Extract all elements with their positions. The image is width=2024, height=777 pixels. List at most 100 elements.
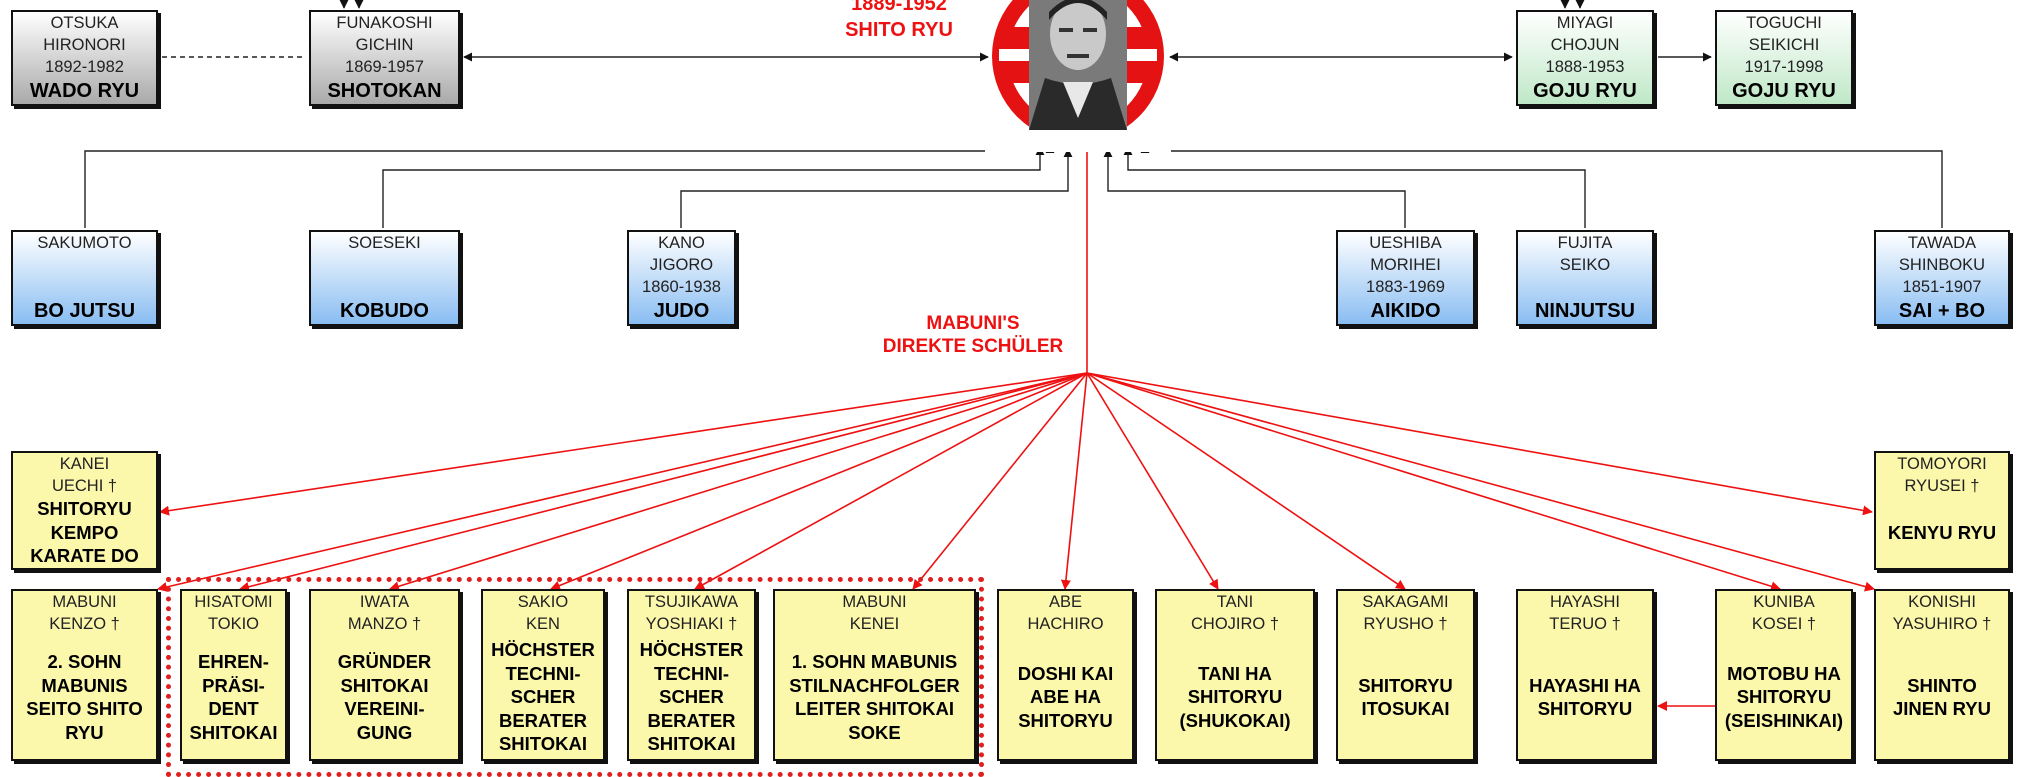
name-line: KOSEI † <box>1751 615 1817 633</box>
style-description: EHREN- PRÄSI- DENT SHITOKAI <box>189 651 278 743</box>
style-name: AIKIDO <box>1370 300 1441 322</box>
master-box-toguchi: TOGUCHI SEIKICHI 1917-1998 GOJU RYU <box>1715 10 1853 106</box>
student-box-abe: ABE HACHIRO DOSHI KAI ABE HA SHITORYU <box>997 589 1134 761</box>
name-line: MABUNI <box>842 593 907 611</box>
influence-box-sakumoto: SAKUMOTO BO JUTSU <box>11 230 158 326</box>
name-line: KANO <box>658 234 705 252</box>
line-fujita-center <box>1123 146 1586 228</box>
name-line: HAYASHI <box>1549 593 1620 611</box>
style-description: SHITORYU KEMPO KARATE DO <box>30 498 139 567</box>
line-tawada-center <box>1140 144 1943 228</box>
red-arrow-iwata <box>389 372 1088 592</box>
name-line: MORIHEI <box>1370 256 1441 274</box>
name-line: TSUJIKAWA <box>644 593 739 611</box>
name-line: MANZO † <box>347 615 422 633</box>
student-box-tani: TANI CHOJIRO † TANI HA SHITORYU (SHUKOKA… <box>1155 589 1315 761</box>
name-line: UECHI † <box>51 477 118 495</box>
style-description: SHITORYU ITOSUKAI <box>1358 674 1453 720</box>
name-line: YASUHIRO † <box>1892 615 1992 633</box>
line-kano-center <box>680 148 1073 228</box>
style-description: MOTOBU HA SHITORYU (SEISHINKAI) <box>1724 662 1844 731</box>
student-box-tsujikawa: TSUJIKAWA YOSHIAKI † HÖCHSTER TECHNI- SC… <box>627 589 756 761</box>
name-line: MIYAGI <box>1556 14 1614 32</box>
name-line: FUJITA <box>1557 234 1613 252</box>
student-box-iwata: IWATA MANZO † GRÜNDER SHITOKAI VEREINI- … <box>309 589 460 761</box>
direct-students-label-line1: MABUNI'S <box>926 313 1020 334</box>
student-box-kuniba: KUNIBA KOSEI † MOTOBU HA SHITORYU (SEISH… <box>1715 589 1853 761</box>
name-line: KUNIBA <box>1753 593 1815 611</box>
center-style: SHITO RYU <box>845 19 953 41</box>
red-arrow-kanei <box>159 372 1088 516</box>
name-line: GICHIN <box>355 36 414 54</box>
name-line: JIGORO <box>649 256 714 274</box>
years-line: 1892-1982 <box>45 58 124 76</box>
red-arrow-tsujikawa <box>694 372 1088 590</box>
direct-students-label-line2: DIREKTE SCHÜLER <box>882 336 1064 357</box>
style-name: GOJU RYU <box>1732 80 1836 102</box>
student-box-kenei: MABUNI KENEI 1. SOHN MABUNIS STILNACHFOL… <box>773 589 976 761</box>
style-description: HÖCHSTER TECHNI- SCHER BERATER SHITOKAI <box>491 639 595 755</box>
style-description: HÖCHSTER TECHNI- SCHER BERATER SHITOKAI <box>639 639 744 755</box>
red-arrow-sakagami <box>1086 372 1406 590</box>
years-line: 1883-1969 <box>1366 278 1445 296</box>
style-description: HAYASHI HA SHITORYU <box>1529 674 1641 720</box>
red-arrow-kuniba <box>1086 372 1781 592</box>
name-line: TOMOYORI <box>1897 455 1987 473</box>
style-name: NINJUTSU <box>1534 300 1635 322</box>
name-line: KEN <box>526 615 560 633</box>
red-arrow-sakio <box>550 372 1088 591</box>
influence-box-fujita: FUJITA SEIKO NINJUTSU <box>1516 230 1654 326</box>
name-line: TANI <box>1216 593 1254 611</box>
name-line: RYUSHO † <box>1363 615 1448 633</box>
center-years: 1889-1952 <box>851 0 947 15</box>
style-description: SHINTO JINEN RYU <box>1892 674 1991 720</box>
style-name: BO JUTSU <box>33 300 136 322</box>
name-line: HIRONORI <box>43 36 126 54</box>
name-line: TAWADA <box>1907 234 1977 252</box>
influence-box-soeseki: SOESEKI KOBUDO <box>309 230 460 326</box>
style-name: SHOTOKAN <box>327 80 442 102</box>
years-line: 1851-1907 <box>1902 278 1982 296</box>
style-name: GOJU RYU <box>1533 80 1637 102</box>
master-box-miyagi: MIYAGI CHOJUN 1888-1953 GOJU RYU <box>1516 10 1654 106</box>
name-line: MABUNI <box>52 593 117 611</box>
line-ueshiba-center <box>1103 148 1406 228</box>
style-description: 2. SOHN MABUNIS SEITO SHITO RYU <box>26 651 143 743</box>
name-line: SEIKICHI <box>1748 36 1820 54</box>
name-line: CHOJIRO † <box>1190 615 1279 633</box>
student-box-kenzo: MABUNI KENZO † 2. SOHN MABUNIS SEITO SHI… <box>11 589 158 761</box>
style-description: KENYU RYU <box>1887 521 1997 543</box>
student-box-hayashi: HAYASHI TERUO † HAYASHI HA SHITORYU <box>1516 589 1654 761</box>
red-arrow-tani <box>1086 372 1219 590</box>
name-line: HACHIRO <box>1027 615 1104 633</box>
name-line: SEIKO <box>1559 256 1611 274</box>
line-sakumoto-center <box>84 144 1055 228</box>
style-name: JUDO <box>653 300 710 322</box>
mabuni-kenwa-portrait <box>985 0 1171 152</box>
name-line: HISATOMI <box>194 593 273 611</box>
red-arrow-kenei <box>912 372 1088 590</box>
name-line: KENZO † <box>49 615 120 633</box>
red-arrow-konishi <box>1086 372 1875 592</box>
name-line: SHINBOKU <box>1898 256 1986 274</box>
red-arrow-hisatomi <box>239 372 1088 592</box>
style-name: KOBUDO <box>340 300 429 322</box>
master-box-funakoshi: FUNAKOSHI GICHIN 1869-1957 SHOTOKAN <box>309 10 460 106</box>
influence-box-ueshiba: UESHIBA MORIHEI 1883-1969 AIKIDO <box>1336 230 1475 326</box>
name-line: SOESEKI <box>348 234 421 252</box>
style-description: TANI HA SHITORYU (SHUKOKAI) <box>1179 662 1291 731</box>
style-name: WADO RYU <box>29 80 140 102</box>
name-line: TERUO † <box>1549 615 1621 633</box>
years-line: 1888-1953 <box>1545 58 1625 76</box>
style-description: 1. SOHN MABUNIS STILNACHFOLGER LEITER SH… <box>789 651 960 743</box>
name-line: KENEI <box>849 615 900 633</box>
name-line: YOSHIAKI † <box>645 615 738 633</box>
name-line: TOKIO <box>207 615 260 633</box>
student-box-tomoyori: TOMOYORI RYUSEI † KENYU RYU <box>1874 451 2010 570</box>
student-box-sakagami: SAKAGAMI RYUSHO † SHITORYU ITOSUKAI <box>1336 589 1475 761</box>
student-box-sakio: SAKIO KEN HÖCHSTER TECHNI- SCHER BERATER… <box>481 589 605 761</box>
years-line: 1917-1998 <box>1744 58 1824 76</box>
name-line: SAKAGAMI <box>1362 593 1449 611</box>
years-line: 1860-1938 <box>642 278 721 296</box>
